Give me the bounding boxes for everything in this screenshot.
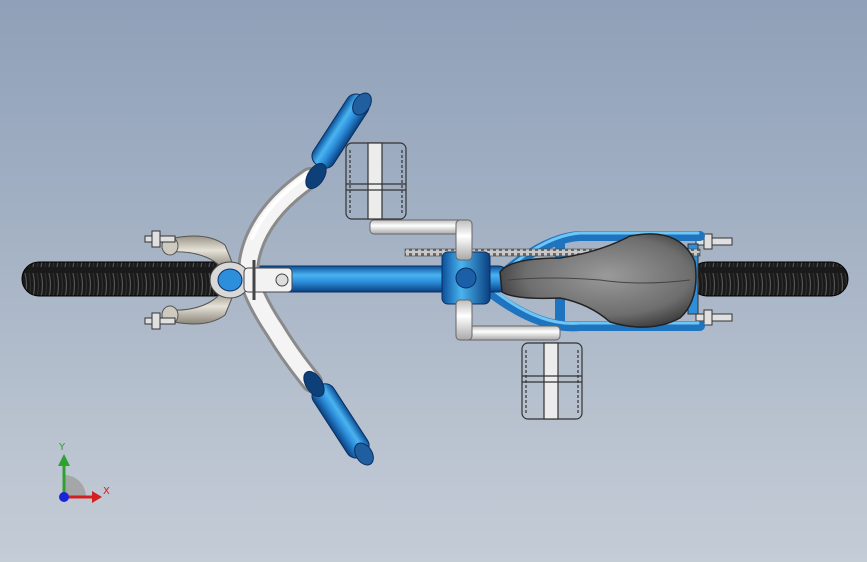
- stem-head: [209, 260, 293, 300]
- left-grip: [305, 92, 372, 190]
- top-pedal: [345, 142, 407, 220]
- triad-x-label: X: [103, 486, 110, 497]
- front-axle-bolts: [144, 230, 176, 330]
- front-tire: [21, 261, 233, 297]
- bottom-pedal: [521, 342, 583, 420]
- saddle: [499, 233, 697, 328]
- chain: [404, 248, 701, 257]
- rear-tire: [689, 261, 849, 297]
- triad-y-label: Y: [59, 442, 66, 453]
- right-grip: [303, 370, 374, 466]
- coordinate-triad-icon: [58, 454, 102, 503]
- crank-arms: [369, 219, 561, 341]
